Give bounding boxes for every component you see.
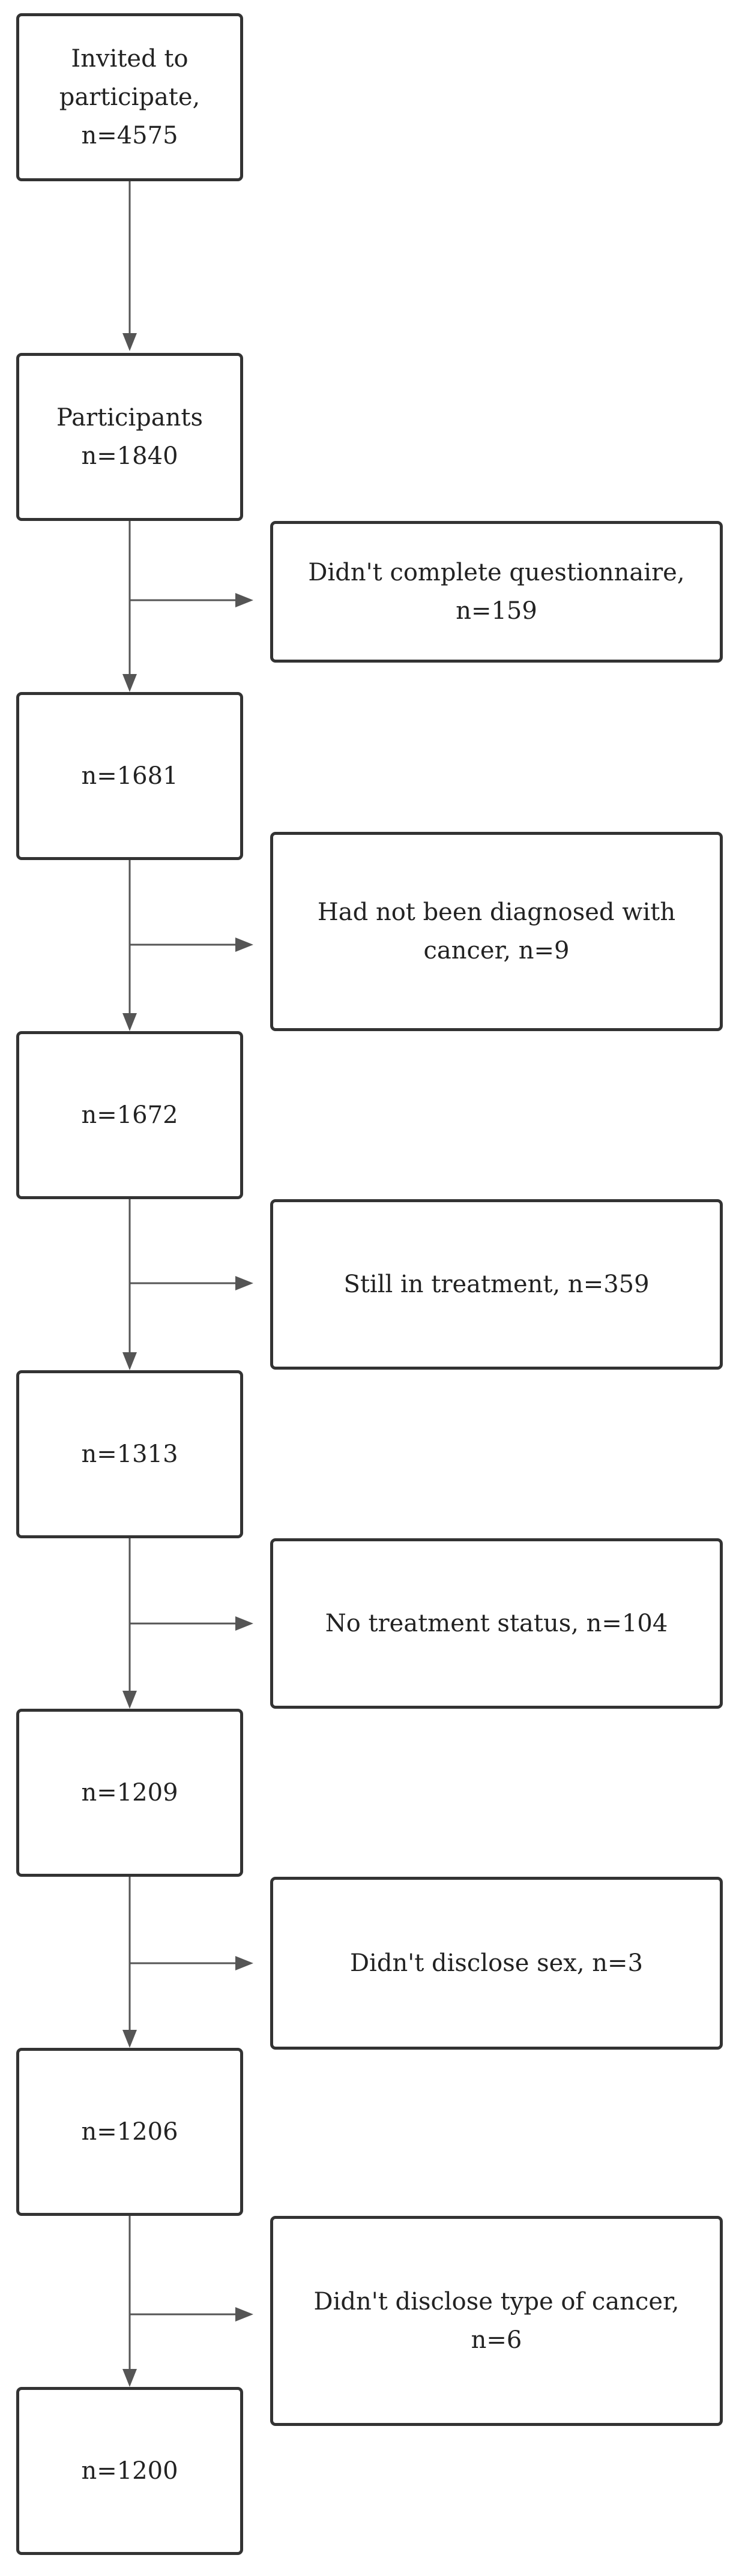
box-excluded-text: No treatment status, n=104 (325, 1610, 668, 1637)
arrowhead-right (235, 1276, 253, 1290)
box-excluded-1: Didn't complete questionnaire, n=159 (270, 521, 723, 663)
arrowhead-down (122, 2369, 137, 2387)
box-excluded-5: Didn't disclose sex, n=3 (270, 1877, 723, 2050)
arrowhead-down (122, 674, 137, 692)
arrowhead-down (122, 1013, 137, 1031)
box-remaining-2: n=1672 (16, 1031, 243, 1199)
box-remaining-text: n=1206 (81, 2118, 178, 2146)
box-participants-text: Participants n=1840 (56, 404, 203, 470)
box-remaining-text: n=1681 (81, 762, 178, 790)
box-remaining-1: n=1681 (16, 692, 243, 860)
arrowhead-right (235, 1616, 253, 1631)
box-excluded-text: Didn't disclose type of cancer, n=6 (313, 2288, 680, 2354)
box-excluded-4: No treatment status, n=104 (270, 1538, 723, 1709)
box-excluded-6: Didn't disclose type of cancer, n=6 (270, 2216, 723, 2426)
box-remaining-text: n=1209 (81, 1779, 178, 1807)
box-remaining-6: n=1200 (16, 2387, 243, 2555)
box-remaining-4: n=1209 (16, 1709, 243, 1877)
arrowhead-right (235, 937, 253, 952)
arrowhead-down (122, 333, 137, 351)
box-excluded-text: Had not been diagnosed with cancer, n=9 (317, 898, 676, 964)
arrowhead-right (235, 1956, 253, 1970)
arrowhead-down (122, 1352, 137, 1370)
box-invited: Invited to participate, n=4575 (16, 13, 243, 181)
arrowhead-right (235, 2307, 253, 2322)
box-remaining-text: n=1200 (81, 2457, 178, 2485)
box-excluded-text: Still in treatment, n=359 (343, 1271, 650, 1298)
box-remaining-text: n=1313 (81, 1440, 178, 1468)
box-excluded-2: Had not been diagnosed with cancer, n=9 (270, 832, 723, 1031)
box-excluded-text: Didn't disclose sex, n=3 (349, 1949, 644, 1977)
box-excluded-3: Still in treatment, n=359 (270, 1199, 723, 1370)
arrowhead-right (235, 593, 253, 607)
box-invited-text: Invited to participate, n=4575 (59, 45, 201, 149)
box-remaining-text: n=1672 (81, 1101, 178, 1129)
arrowhead-down (122, 2030, 137, 2048)
arrowhead-down (122, 1691, 137, 1709)
box-participants: Participants n=1840 (16, 353, 243, 521)
box-excluded-text: Didn't complete questionnaire, n=159 (308, 559, 685, 625)
box-remaining-3: n=1313 (16, 1370, 243, 1538)
box-remaining-5: n=1206 (16, 2048, 243, 2216)
